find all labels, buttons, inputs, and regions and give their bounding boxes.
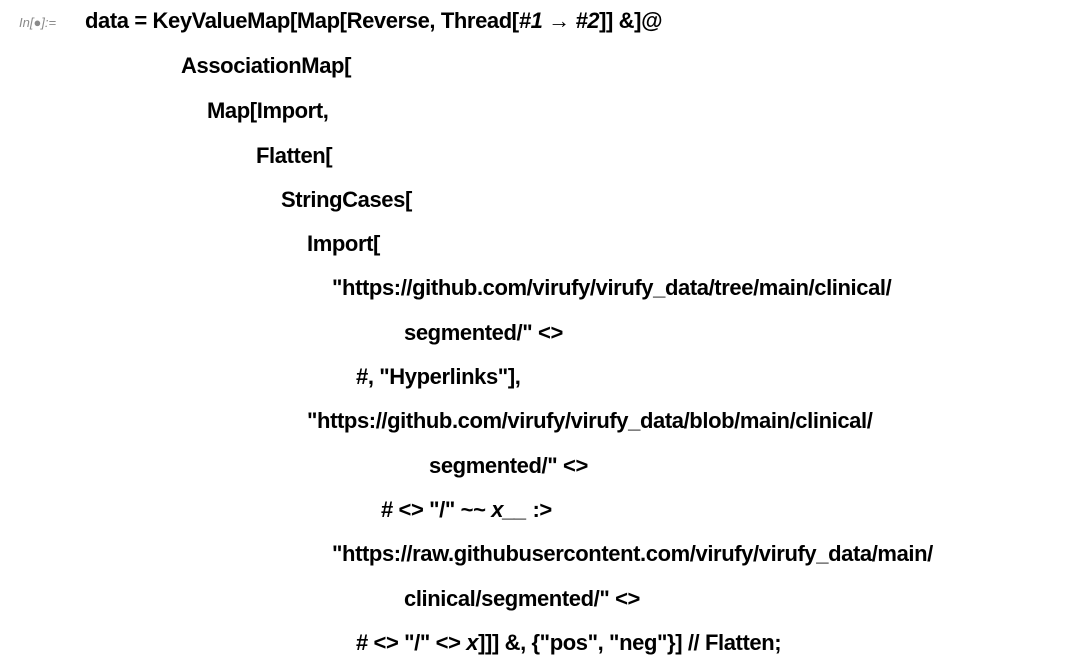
code-token: :> (526, 497, 552, 522)
code-token: #, "Hyperlinks"], (356, 364, 521, 389)
code-token: segmented/" <> (404, 320, 563, 345)
code-line-7[interactable]: "https://github.com/virufy/virufy_data/t… (332, 273, 892, 303)
code-token: # <> "/" ~~ (381, 497, 492, 522)
code-line-4[interactable]: Flatten[ (256, 141, 333, 171)
code-token: Map[Import, (207, 98, 329, 123)
code-token: ]]] &, {"pos", "neg"}] // Flatten; (478, 630, 782, 655)
code-token: x (466, 630, 479, 655)
code-token: "https://github.com/virufy/virufy_data/b… (307, 408, 873, 433)
code-token: # <> "/" <> (356, 630, 467, 655)
code-line-11[interactable]: segmented/" <> (429, 451, 588, 481)
code-line-1[interactable]: data = KeyValueMap[Map[Reverse, Thread[#… (85, 6, 663, 36)
code-line-9[interactable]: #, "Hyperlinks"], (356, 362, 521, 392)
code-token: AssociationMap[ (181, 53, 352, 78)
code-line-8[interactable]: segmented/" <> (404, 318, 563, 348)
code-token: "https://raw.githubusercontent.com/viruf… (332, 541, 933, 566)
code-line-3[interactable]: Map[Import, (207, 96, 329, 126)
code-token: clinical/segmented/" <> (404, 586, 641, 611)
input-cell-label: In[●]:= (19, 15, 57, 30)
code-line-14[interactable]: clinical/segmented/" <> (404, 584, 640, 614)
code-line-10[interactable]: "https://github.com/virufy/virufy_data/b… (307, 406, 873, 436)
code-line-6[interactable]: Import[ (307, 229, 380, 259)
code-line-15[interactable]: # <> "/" <> x]]] &, {"pos", "neg"}] // F… (356, 628, 782, 658)
code-token: Flatten[ (256, 143, 333, 168)
code-token: Import[ (307, 231, 380, 256)
code-line-12[interactable]: # <> "/" ~~ x__ :> (381, 495, 552, 525)
code-token: #2 (575, 8, 600, 33)
code-token: StringCases[ (281, 187, 412, 212)
code-token: ]] &]@ (599, 8, 663, 33)
code-token: "https://github.com/virufy/virufy_data/t… (332, 275, 892, 300)
code-token: x__ (491, 497, 527, 522)
code-line-2[interactable]: AssociationMap[ (181, 51, 351, 81)
code-line-5[interactable]: StringCases[ (281, 185, 412, 215)
code-token: segmented/" <> (429, 453, 588, 478)
code-token: #1 (518, 8, 543, 33)
code-line-13[interactable]: "https://raw.githubusercontent.com/viruf… (332, 539, 933, 569)
code-token: → (542, 8, 576, 33)
code-token: data = KeyValueMap[Map[Reverse, Thread[ (85, 8, 519, 33)
